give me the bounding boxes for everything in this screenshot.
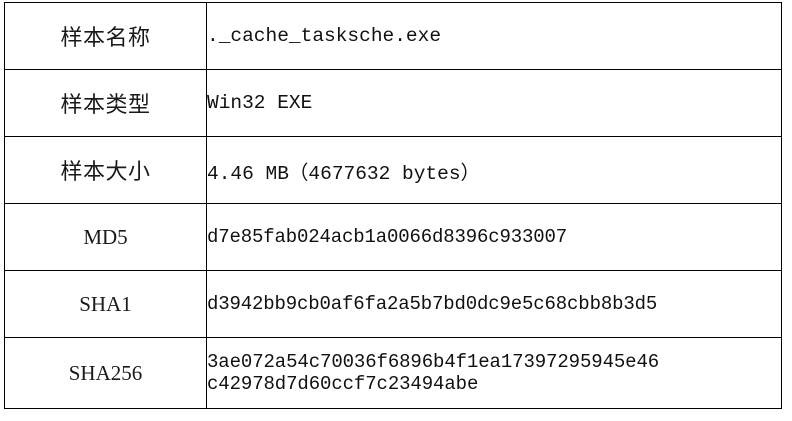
sha256-line-2: c42978d7d60ccf7c23494abe bbox=[207, 373, 479, 395]
table-row: 样本类型 Win32 EXE bbox=[4, 69, 782, 137]
table-row: 样本大小 4.46 MB（4677632 bytes） bbox=[4, 136, 782, 204]
sha256-line-1: 3ae072a54c70036f6896b4f1ea17397295945e46 bbox=[207, 350, 660, 373]
sample-information-table: 样本名称 ._cache_tasksche.exe 样本类型 Win32 EXE… bbox=[4, 2, 782, 409]
row-value-sha256: 3ae072a54c70036f6896b4f1ea17397295945e46… bbox=[206, 337, 782, 409]
row-value-sample-type: Win32 EXE bbox=[206, 69, 782, 137]
table-row: 样本名称 ._cache_tasksche.exe bbox=[4, 2, 782, 70]
row-value-sha1: d3942bb9cb0af6fa2a5b7bd0dc9e5c68cbb8b3d5 bbox=[206, 270, 782, 338]
row-label-sha1: SHA1 bbox=[4, 270, 207, 338]
table-row: MD5 d7e85fab024acb1a0066d8396c933007 bbox=[4, 203, 782, 271]
row-label-sha256: SHA256 bbox=[4, 337, 207, 409]
row-label-sample-type: 样本类型 bbox=[4, 69, 207, 137]
row-value-md5: d7e85fab024acb1a0066d8396c933007 bbox=[206, 203, 782, 271]
row-value-sample-size: 4.46 MB（4677632 bytes） bbox=[206, 136, 782, 204]
row-label-sample-name: 样本名称 bbox=[4, 2, 207, 70]
row-label-sample-size: 样本大小 bbox=[4, 136, 207, 204]
row-label-md5: MD5 bbox=[4, 203, 207, 271]
table-row: SHA1 d3942bb9cb0af6fa2a5b7bd0dc9e5c68cbb… bbox=[4, 270, 782, 338]
row-value-sample-name: ._cache_tasksche.exe bbox=[206, 2, 782, 70]
table-row: SHA256 3ae072a54c70036f6896b4f1ea1739729… bbox=[4, 337, 782, 409]
